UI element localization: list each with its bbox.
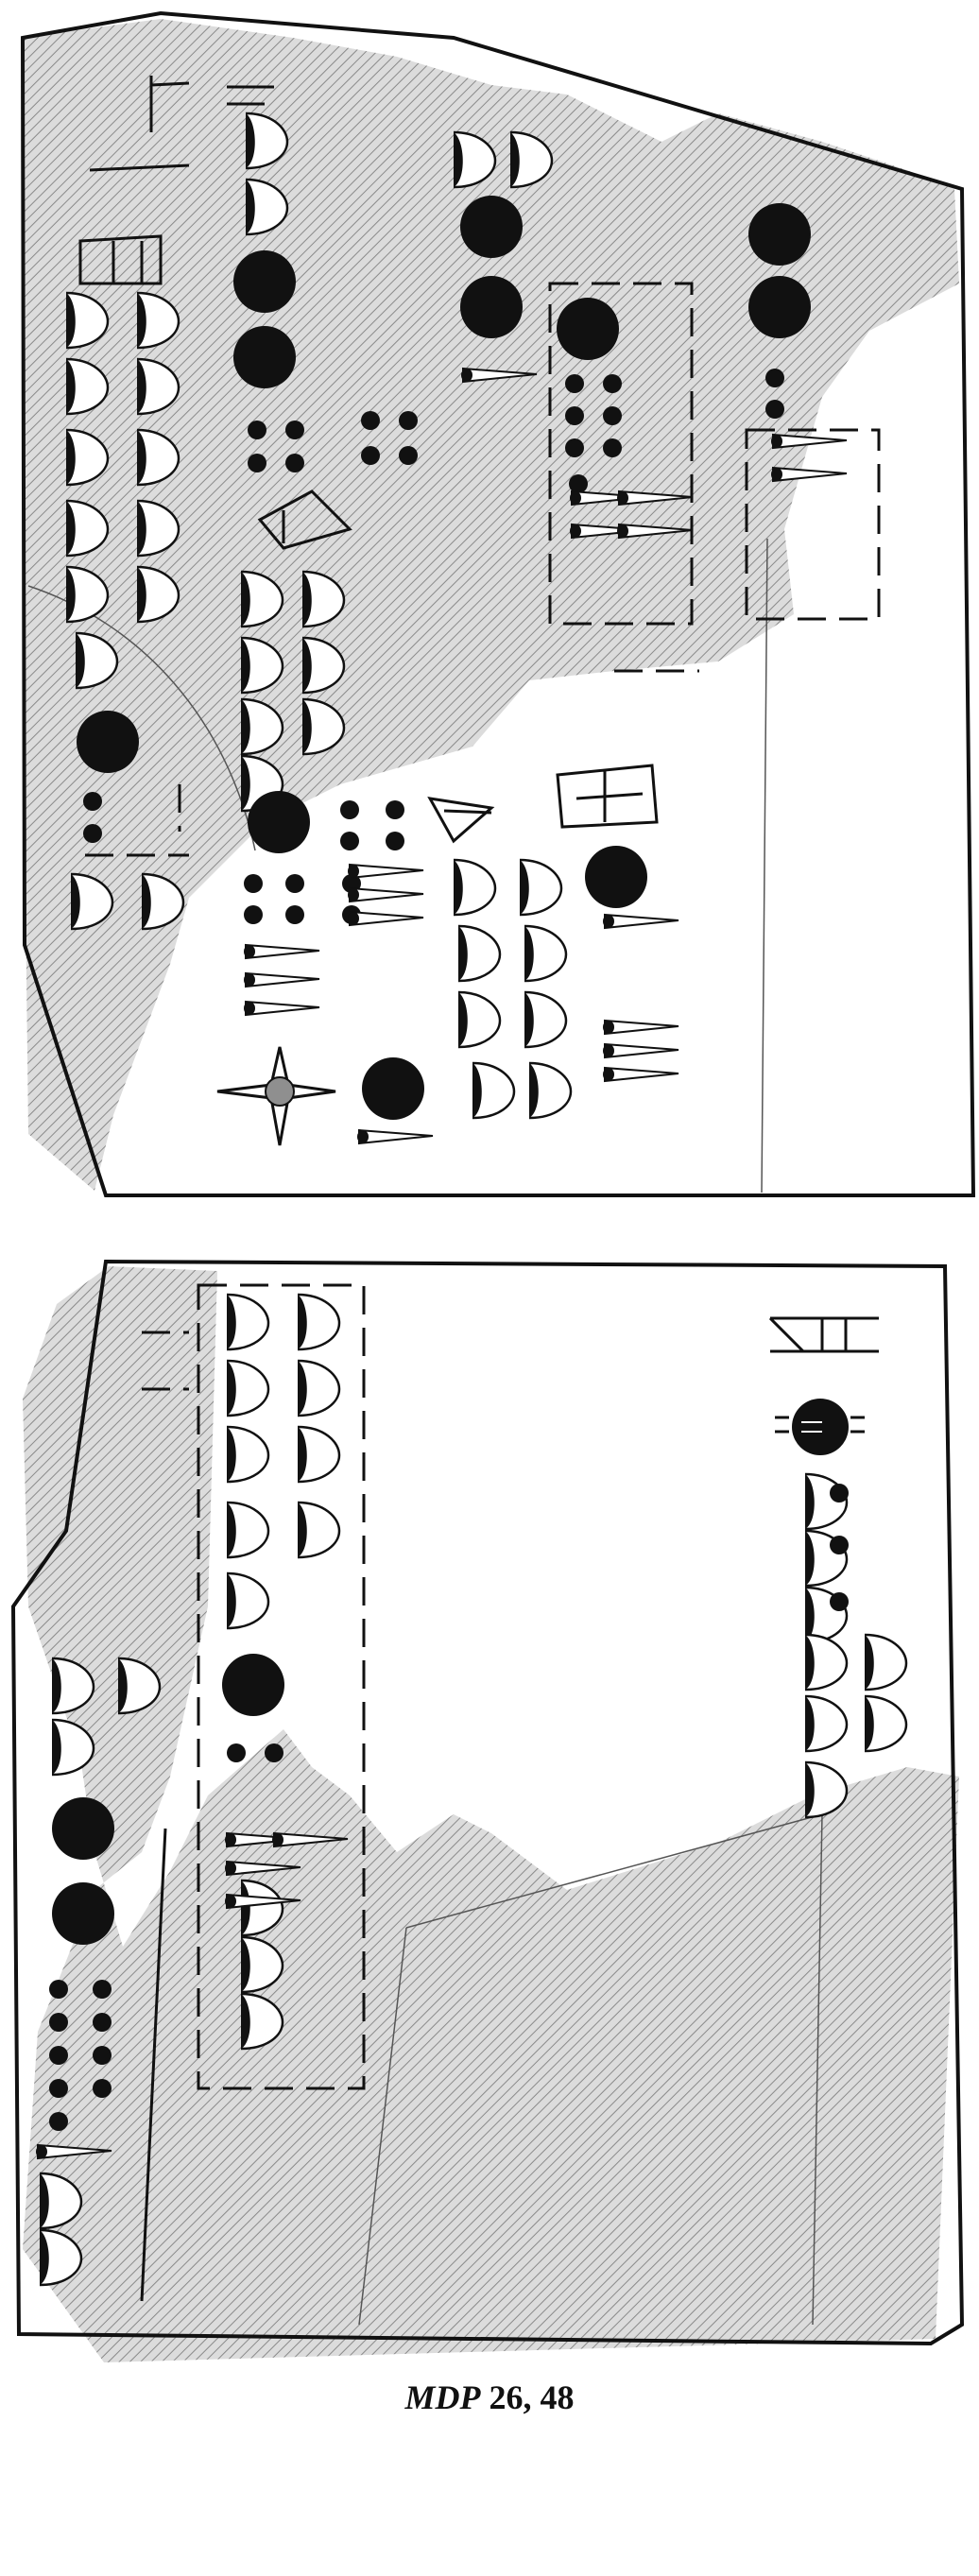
obverse-large-circles xyxy=(77,196,811,1120)
obverse-outline xyxy=(20,10,976,1197)
reverse-outline xyxy=(10,1259,965,2346)
obverse-case-lines xyxy=(85,282,881,857)
reverse-small-circles xyxy=(49,1484,849,2131)
figure-caption: MDP 26, 48 xyxy=(0,2378,979,2417)
reverse-case-lines xyxy=(142,1283,366,2090)
obverse-face xyxy=(20,10,976,1197)
obverse-star-sign xyxy=(216,1046,336,1146)
caption-number: 26, 48 xyxy=(480,2379,575,2416)
caption-italic: MDP xyxy=(404,2379,481,2416)
obverse-damage-area xyxy=(21,19,959,1191)
obverse-box-sign xyxy=(78,76,659,844)
reverse-face xyxy=(10,1259,965,2362)
reverse-sun-sign xyxy=(775,1399,865,1455)
obverse-small-circles xyxy=(83,369,784,924)
reverse-damage-area xyxy=(23,1266,959,2362)
reverse-large-circles xyxy=(52,1654,284,1945)
reverse-box-sign xyxy=(768,1316,879,1353)
